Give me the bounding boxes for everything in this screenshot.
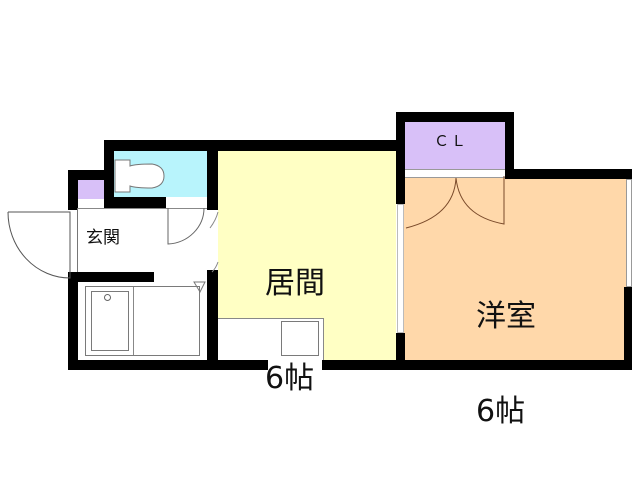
wall	[505, 112, 514, 178]
wall	[505, 169, 632, 179]
bathtub-basin	[91, 291, 129, 351]
closet	[405, 121, 505, 169]
western-room-label: 洋室 6帖	[476, 238, 536, 459]
wall	[68, 272, 154, 282]
step-line	[78, 208, 207, 209]
entrance-wall	[77, 208, 78, 272]
bath-door-icon	[193, 281, 206, 294]
wall	[104, 140, 396, 151]
drain-icon	[104, 294, 111, 301]
western-room	[404, 178, 626, 362]
living-room-name: 居間	[265, 266, 325, 301]
entrance-label: 玄関	[86, 228, 120, 248]
closet-label: ＣＬ	[434, 132, 469, 150]
wall	[207, 140, 218, 210]
western-room-size: 6帖	[476, 393, 526, 429]
window	[626, 179, 632, 287]
toilet-icon	[114, 159, 165, 193]
kitchen-counter	[218, 318, 324, 362]
wall	[322, 360, 632, 370]
toilet-door-swing	[167, 207, 205, 245]
living-room-size: 6帖	[265, 360, 315, 396]
wall	[68, 360, 268, 370]
wall	[68, 170, 114, 180]
shoe-box	[78, 180, 105, 199]
wall	[624, 287, 632, 370]
wall	[396, 333, 405, 368]
window	[397, 204, 404, 333]
wall	[68, 170, 78, 210]
bathroom	[78, 282, 207, 360]
western-room-name: 洋室	[476, 299, 536, 334]
kitchen-sink	[281, 321, 319, 356]
living-room-label: 居間 6帖	[265, 205, 325, 426]
tub-divider	[133, 287, 134, 355]
closet-sill	[405, 169, 505, 178]
wall	[68, 272, 78, 370]
wall	[396, 112, 405, 204]
bathtub	[85, 286, 200, 356]
closet-door-swing	[405, 176, 505, 229]
entrance-door-swing	[7, 211, 71, 279]
living-door-swing	[209, 211, 219, 273]
wall	[207, 270, 218, 370]
wall	[396, 112, 514, 122]
wall	[104, 197, 166, 208]
